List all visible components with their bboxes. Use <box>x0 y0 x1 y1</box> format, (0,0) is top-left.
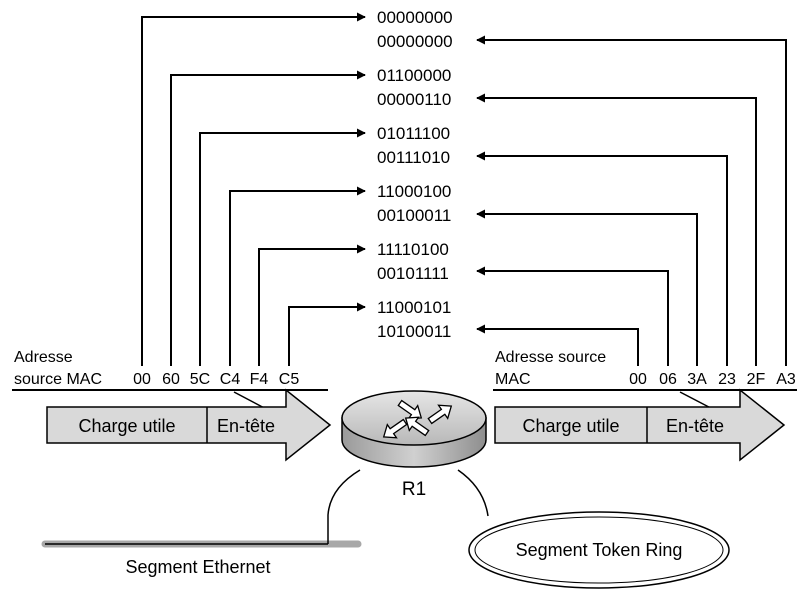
connector-right-byte-1 <box>476 324 639 366</box>
right-connectors <box>476 35 787 366</box>
ethernet-label: Segment Ethernet <box>125 557 270 577</box>
connector-left-byte-5 <box>258 244 366 366</box>
binary-right-3: 00111010 <box>377 148 450 167</box>
router-arrows-icon <box>382 399 453 439</box>
left-packet-payload: Charge utile <box>78 416 175 436</box>
left-mac-byte-6: C5 <box>279 371 300 388</box>
left-packet-header: En-tête <box>217 416 275 436</box>
right-mac-byte-1: 00 <box>629 371 647 388</box>
connector-left-byte-2 <box>170 70 366 366</box>
connector-right-byte-4 <box>476 151 728 366</box>
left-connectors <box>141 12 366 366</box>
token-ring-segment: Segment Token Ring <box>457 469 730 589</box>
left-mac-address: Adresse source MAC 00 60 5C C4 F4 C5 <box>12 349 328 391</box>
right-packet-arrow <box>494 388 786 462</box>
ethernet-segment: Segment Ethernet <box>41 469 362 577</box>
router-r1: R1 <box>341 390 487 500</box>
token-ring-label: Segment Token Ring <box>516 540 683 560</box>
right-mac-byte-4: 23 <box>718 371 736 388</box>
router-to-token-ring-link <box>457 469 489 517</box>
left-packet: Charge utile En-tête <box>46 388 332 462</box>
connector-right-byte-5 <box>476 93 757 366</box>
binary-left-3: 01011100 <box>377 124 450 143</box>
right-mac-byte-6: A3 <box>776 371 796 388</box>
right-mac-byte-2: 06 <box>659 371 677 388</box>
left-mac-byte-5: F4 <box>250 371 269 388</box>
right-mac-label-line2: MAC <box>495 371 531 388</box>
binary-left-1: 00000000 <box>377 8 453 27</box>
connector-left-byte-3 <box>199 128 366 366</box>
router-label: R1 <box>402 479 426 500</box>
connector-left-byte-4 <box>229 186 366 366</box>
binary-rows: 00000000 00000000 01100000 00000110 0101… <box>377 8 453 341</box>
binary-left-6: 11000101 <box>377 298 451 317</box>
router-to-ethernet-link <box>327 469 361 544</box>
binary-right-4: 00100011 <box>377 206 451 225</box>
left-mac-byte-4: C4 <box>220 371 241 388</box>
token-ring-outer <box>468 511 730 589</box>
connector-left-byte-6 <box>288 302 366 366</box>
right-packet-payload: Charge utile <box>522 416 619 436</box>
right-packet: Charge utile En-tête <box>494 388 786 462</box>
binary-right-6: 10100011 <box>377 322 451 341</box>
binary-left-4: 11000100 <box>377 182 451 201</box>
connector-right-byte-2 <box>476 266 669 366</box>
left-mac-byte-2: 60 <box>162 371 180 388</box>
binary-left-2: 01100000 <box>377 66 451 85</box>
token-ring-inner <box>474 516 724 584</box>
right-packet-header: En-tête <box>666 416 724 436</box>
left-packet-arrow <box>46 388 332 462</box>
binary-right-1: 00000000 <box>377 32 453 51</box>
connector-right-byte-3 <box>476 209 698 366</box>
right-mac-address: Adresse source MAC 00 06 3A 23 2F A3 <box>493 349 797 391</box>
connector-left-byte-1 <box>141 12 366 366</box>
connector-right-byte-6 <box>476 35 787 366</box>
right-mac-label-line1: Adresse source <box>495 349 606 366</box>
right-mac-byte-3: 3A <box>687 371 707 388</box>
binary-left-5: 11110100 <box>377 240 449 259</box>
left-mac-byte-1: 00 <box>133 371 151 388</box>
binary-right-5: 00101111 <box>377 264 449 283</box>
left-mac-label-line2: source MAC <box>14 371 102 388</box>
right-mac-byte-5: 2F <box>747 371 766 388</box>
binary-right-2: 00000110 <box>377 90 451 109</box>
left-mac-byte-3: 5C <box>190 371 210 388</box>
left-mac-label-line1: Adresse <box>14 349 73 366</box>
